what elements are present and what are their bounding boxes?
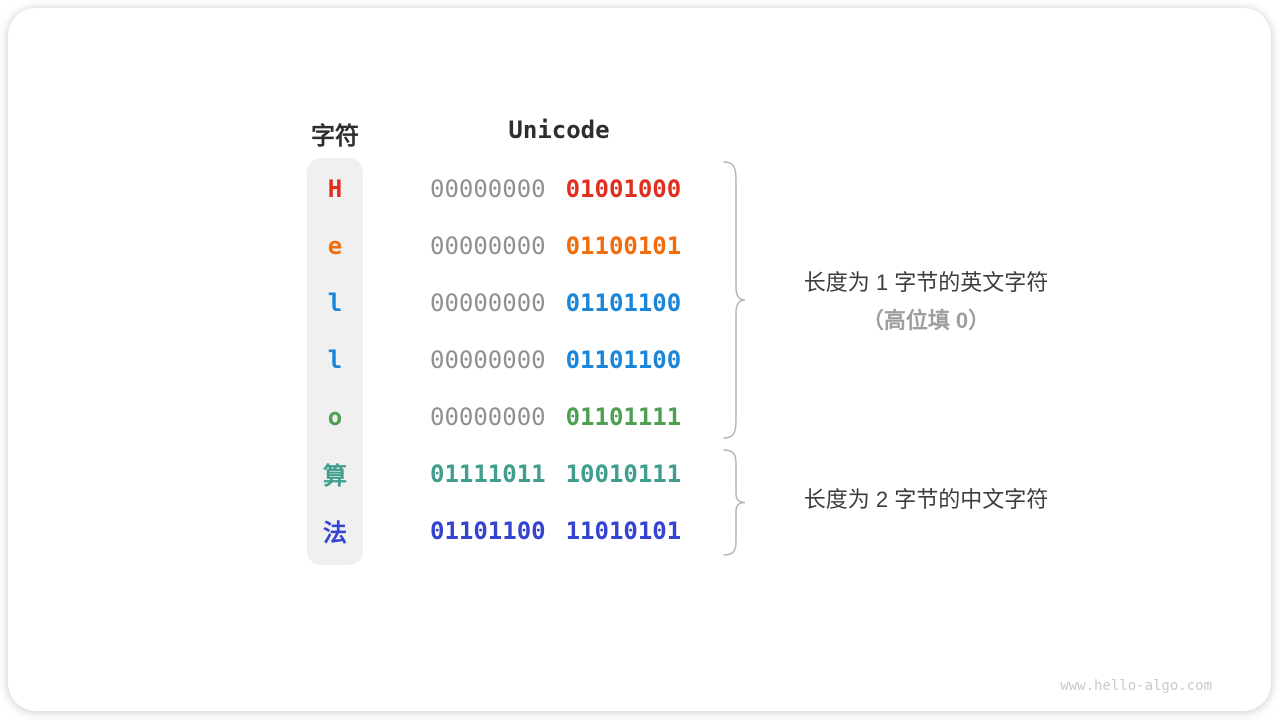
character-cell: e <box>327 231 343 260</box>
brace-2-byte-group-icon <box>723 449 746 556</box>
annotation-1-line2: （高位填 0） <box>861 308 991 333</box>
byte-high: 00000000 <box>430 231 546 260</box>
unicode-bytes-cell: 01101100 11010101 <box>430 517 681 545</box>
table-row: H 00000000 01001000 <box>0 160 760 217</box>
table-row: 法 01101100 11010101 <box>0 502 760 559</box>
character-cell: l <box>327 345 343 374</box>
unicode-bytes-cell: 00000000 01001000 <box>430 175 681 203</box>
unicode-bytes-cell: 00000000 01101111 <box>430 403 681 431</box>
unicode-bytes-cell: 01111011 10010111 <box>430 460 681 488</box>
watermark: www.hello-algo.com <box>1060 678 1212 694</box>
annotation-2-byte-chinese: 长度为 2 字节的中文字符 <box>756 481 1096 519</box>
byte-high: 00000000 <box>430 288 546 317</box>
character-column-background <box>307 158 363 565</box>
character-cell: o <box>327 402 343 431</box>
byte-low: 11010101 <box>565 516 682 545</box>
byte-high: 00000000 <box>430 174 546 203</box>
unicode-bytes-cell: 00000000 01101100 <box>430 346 681 374</box>
byte-low: 10010111 <box>565 459 682 488</box>
byte-high: 01101100 <box>430 516 546 545</box>
column-header-character: 字符 <box>311 123 359 150</box>
byte-high: 00000000 <box>430 402 546 431</box>
character-cell: H <box>327 174 343 203</box>
table-row: 算 01111011 10010111 <box>0 445 760 502</box>
unicode-bytes-cell: 00000000 01101100 <box>430 289 681 317</box>
brace-1-byte-group-icon <box>723 161 746 439</box>
figure-card <box>8 8 1271 711</box>
table-row: l 00000000 01101100 <box>0 331 760 388</box>
unicode-bytes-cell: 00000000 01100101 <box>430 232 681 260</box>
byte-high: 01111011 <box>430 459 546 488</box>
byte-low: 01101100 <box>565 345 682 374</box>
column-header-unicode: Unicode <box>508 116 610 144</box>
table-row: e 00000000 01100101 <box>0 217 760 274</box>
byte-low: 01101111 <box>565 402 682 431</box>
table-row: o 00000000 01101111 <box>0 388 760 445</box>
annotation-1-line1: 长度为 1 字节的英文字符 <box>803 270 1049 295</box>
character-cell: 算 <box>323 462 347 490</box>
character-cell: 法 <box>323 519 347 547</box>
byte-low: 01101100 <box>565 288 682 317</box>
byte-low: 01100101 <box>565 231 682 260</box>
annotation-2-line1: 长度为 2 字节的中文字符 <box>803 487 1049 512</box>
byte-low: 01001000 <box>565 174 682 203</box>
annotation-1-byte-english: 长度为 1 字节的英文字符 （高位填 0） <box>756 264 1096 340</box>
table-row: l 00000000 01101100 <box>0 274 760 331</box>
character-cell: l <box>327 288 343 317</box>
byte-high: 00000000 <box>430 345 546 374</box>
